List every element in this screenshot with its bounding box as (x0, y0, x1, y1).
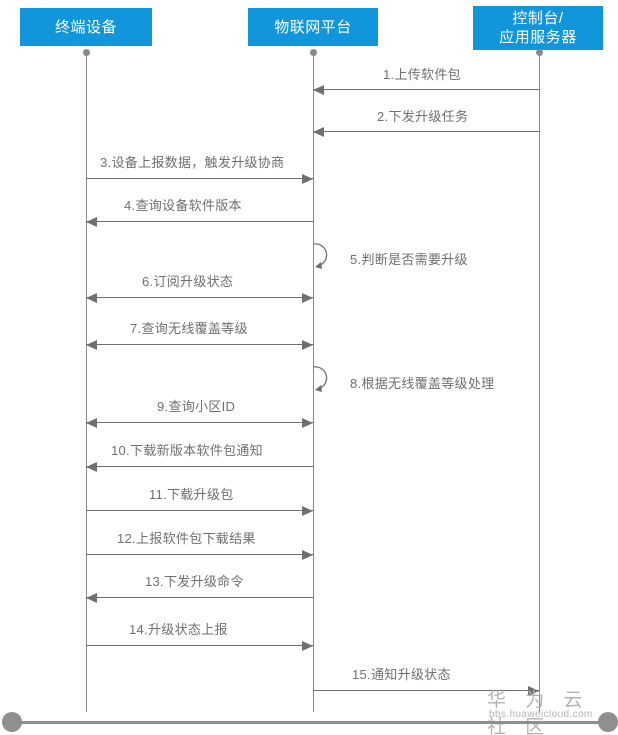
message-line-7 (86, 344, 313, 345)
actor-label-device: 终端设备 (54, 18, 117, 36)
bottom-scrollbar-track[interactable] (18, 721, 608, 724)
actor-box-device[interactable]: 终端设备 (20, 8, 152, 46)
self-loop-icon-8 (313, 363, 339, 393)
message-label-15: 15.通知升级状态 (352, 667, 451, 682)
arrow-head-left-13 (86, 593, 97, 603)
message-line-10 (86, 466, 313, 467)
self-loop-icon-5 (313, 240, 339, 270)
arrow-head-right-12 (302, 550, 313, 560)
message-line-9 (86, 422, 313, 423)
arrow-head-right-14 (302, 641, 313, 651)
message-line-11 (86, 510, 313, 511)
message-label-2: 2.下发升级任务 (377, 109, 469, 124)
message-line-4 (86, 221, 313, 222)
actor-label-platform: 物联网平台 (274, 18, 352, 36)
bottom-scrollbar-handle-left[interactable] (2, 712, 22, 732)
message-label-10: 10.下载新版本软件包通知 (111, 443, 263, 458)
arrow-head-left-9 (86, 418, 97, 428)
message-label-13: 13.下发升级命令 (145, 574, 244, 589)
lifeline-platform (313, 52, 314, 712)
arrow-head-left-2 (313, 127, 324, 137)
actor-box-appserver[interactable]: 控制台/ 应用服务器 (473, 6, 603, 50)
message-line-13 (86, 597, 313, 598)
message-line-3 (86, 178, 313, 179)
message-label-11: 11.下载升级包 (149, 487, 234, 502)
actor-box-platform[interactable]: 物联网平台 (248, 8, 378, 46)
watermark-url: bbs.huaweicloud.com (489, 709, 593, 720)
message-label-5: 5.判断是否需要升级 (350, 252, 468, 267)
arrow-head-left-10 (86, 462, 97, 472)
arrow-head-right-3 (302, 174, 313, 184)
message-label-3: 3.设备上报数据，触发升级协商 (100, 155, 285, 170)
arrow-head-right-6 (302, 293, 313, 303)
message-label-14: 14.升级状态上报 (129, 622, 228, 637)
message-line-1 (313, 89, 539, 90)
message-label-6: 6.订阅升级状态 (142, 274, 234, 289)
message-label-8: 8.根据无线覆盖等级处理 (350, 376, 495, 391)
arrow-head-left-6 (86, 293, 97, 303)
arrow-head-right-11 (302, 506, 313, 516)
arrow-head-right-7 (302, 340, 313, 350)
message-line-15 (313, 690, 539, 691)
arrow-head-right-9 (302, 418, 313, 428)
message-label-7: 7.查询无线覆盖等级 (130, 321, 248, 336)
message-line-6 (86, 297, 313, 298)
message-line-14 (86, 645, 313, 646)
message-label-1: 1.上传软件包 (383, 67, 461, 82)
message-label-12: 12.上报软件包下载结果 (117, 531, 256, 546)
lifeline-dot-device (83, 49, 90, 56)
lifeline-device (86, 52, 87, 712)
arrow-head-left-1 (313, 85, 324, 95)
bottom-scrollbar-handle-right[interactable] (598, 712, 618, 732)
message-label-4: 4.查询设备软件版本 (124, 198, 242, 213)
message-line-2 (313, 131, 539, 132)
arrow-head-left-7 (86, 340, 97, 350)
message-label-9: 9.查询小区ID (157, 399, 236, 414)
lifeline-dot-appserver (536, 49, 543, 56)
message-line-12 (86, 554, 313, 555)
lifeline-dot-platform (310, 49, 317, 56)
lifeline-appserver (539, 52, 540, 712)
arrow-head-right-15 (528, 686, 539, 696)
arrow-head-left-4 (86, 217, 97, 227)
actor-label-appserver: 控制台/ 应用服务器 (499, 10, 577, 46)
